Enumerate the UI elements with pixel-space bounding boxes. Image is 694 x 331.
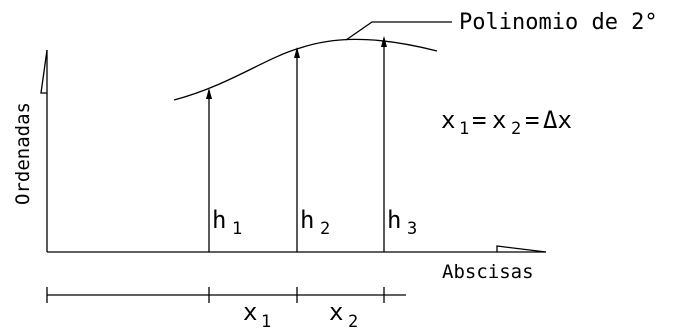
height-label-h2: h 2 — [300, 206, 330, 239]
curve-label-leader — [345, 21, 452, 41]
svg-text:x: x — [329, 298, 343, 326]
y-axis-arrowhead — [40, 49, 48, 94]
svg-text:3: 3 — [407, 219, 417, 239]
equation-delta-x: Δx — [543, 106, 572, 134]
polynomial-curve — [173, 38, 438, 101]
x-axis-arrowhead — [496, 245, 547, 253]
curve-label: Polinomio de 2° — [459, 10, 658, 35]
ordinate-h1-arrow — [206, 88, 212, 99]
svg-text:1: 1 — [232, 219, 242, 239]
equation-x2-subscript: 2 — [511, 119, 521, 139]
height-label-h3: h 3 — [387, 206, 417, 239]
x-axis-label: Abscisas — [442, 261, 534, 283]
equation-equals-2: = — [525, 106, 539, 134]
interval-label-x2: x 2 — [329, 298, 358, 331]
y-axis-label: Ordenadas — [12, 102, 34, 205]
svg-text:1: 1 — [261, 312, 271, 331]
equation-x1: x — [441, 106, 455, 134]
svg-text:h: h — [300, 206, 314, 234]
svg-text:2: 2 — [348, 312, 358, 331]
height-label-h1: h 1 — [212, 206, 242, 239]
ordinate-h2-arrow — [294, 47, 300, 58]
equation-equals-1: = — [472, 106, 486, 134]
svg-text:2: 2 — [320, 219, 330, 239]
equation-x2: x — [492, 106, 506, 134]
svg-text:x: x — [243, 298, 257, 326]
svg-text:h: h — [212, 206, 226, 234]
equation-x1-subscript: 1 — [459, 119, 469, 139]
spacing-equation: x 1 = x 2 = Δx — [441, 106, 572, 139]
svg-text:h: h — [387, 206, 401, 234]
ordinate-h3-arrow — [381, 36, 387, 47]
interval-label-x1: x 1 — [243, 298, 271, 331]
